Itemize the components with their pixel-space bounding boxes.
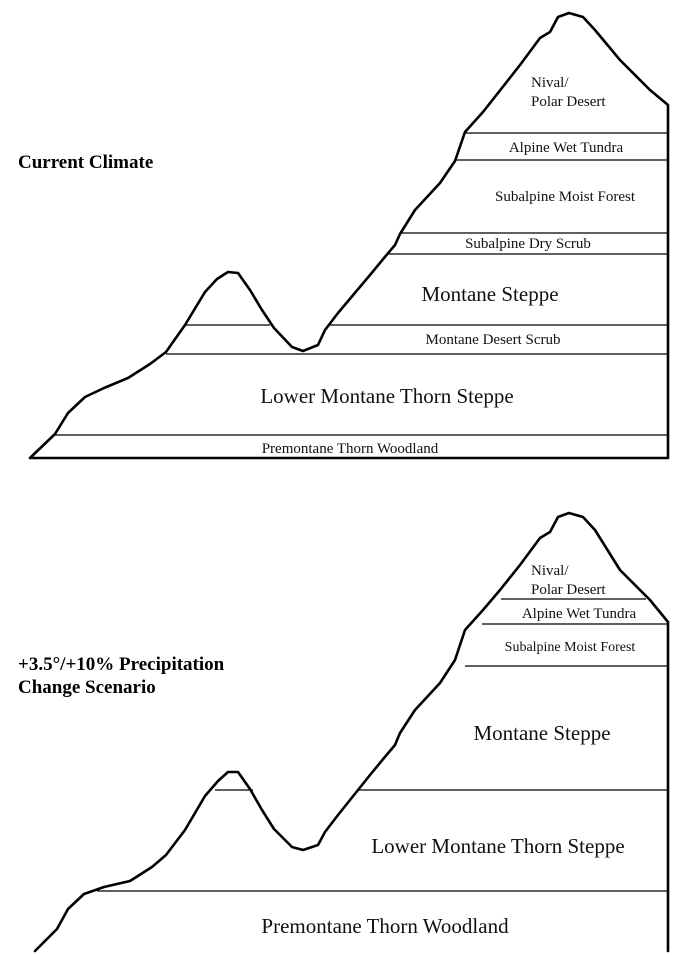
zone-label-montane-desert-scrub: Montane Desert Scrub: [426, 332, 561, 348]
zone-label-nival-scenario: Nival/: [531, 563, 569, 579]
zone-label-subalpine-dry-scrub: Subalpine Dry Scrub: [465, 236, 591, 252]
zone-label-montane-steppe: Montane Steppe: [421, 282, 558, 306]
panel-scenario: +3.5°/+10% Precipitation Change Scenario…: [18, 511, 670, 953]
zone-label-lower-montane-thorn-steppe-scenario: Lower Montane Thorn Steppe: [371, 834, 624, 858]
zone-label-montane-steppe-scenario: Montane Steppe: [473, 721, 610, 745]
mountain-outline-current: [28, 11, 670, 460]
zone-label-polar-desert-scenario: Polar Desert: [531, 582, 606, 598]
zone-label-polar-desert: Polar Desert: [531, 94, 606, 110]
zone-label-subalpine-moist-forest-scenario: Subalpine Moist Forest: [505, 640, 636, 655]
panel-current-climate: Current Climate Nival/ Polar Desert Alpi…: [18, 11, 670, 460]
zone-label-alpine-wet-tundra-scenario: Alpine Wet Tundra: [522, 606, 637, 622]
zone-label-lower-montane-thorn-steppe: Lower Montane Thorn Steppe: [260, 384, 513, 408]
mountain-outline-scenario: [33, 511, 670, 953]
panel-title-scenario-line1: +3.5°/+10% Precipitation: [18, 654, 225, 675]
panel-title-scenario-line2: Change Scenario: [18, 677, 156, 698]
zone-label-alpine-wet-tundra: Alpine Wet Tundra: [509, 140, 624, 156]
panel-title-current: Current Climate: [18, 152, 153, 173]
zone-label-subalpine-moist-forest: Subalpine Moist Forest: [495, 189, 636, 205]
zone-label-nival: Nival/: [531, 75, 569, 91]
zone-label-premontane-thorn-woodland-scenario: Premontane Thorn Woodland: [261, 914, 509, 938]
zone-label-premontane-thorn-woodland: Premontane Thorn Woodland: [262, 441, 439, 457]
